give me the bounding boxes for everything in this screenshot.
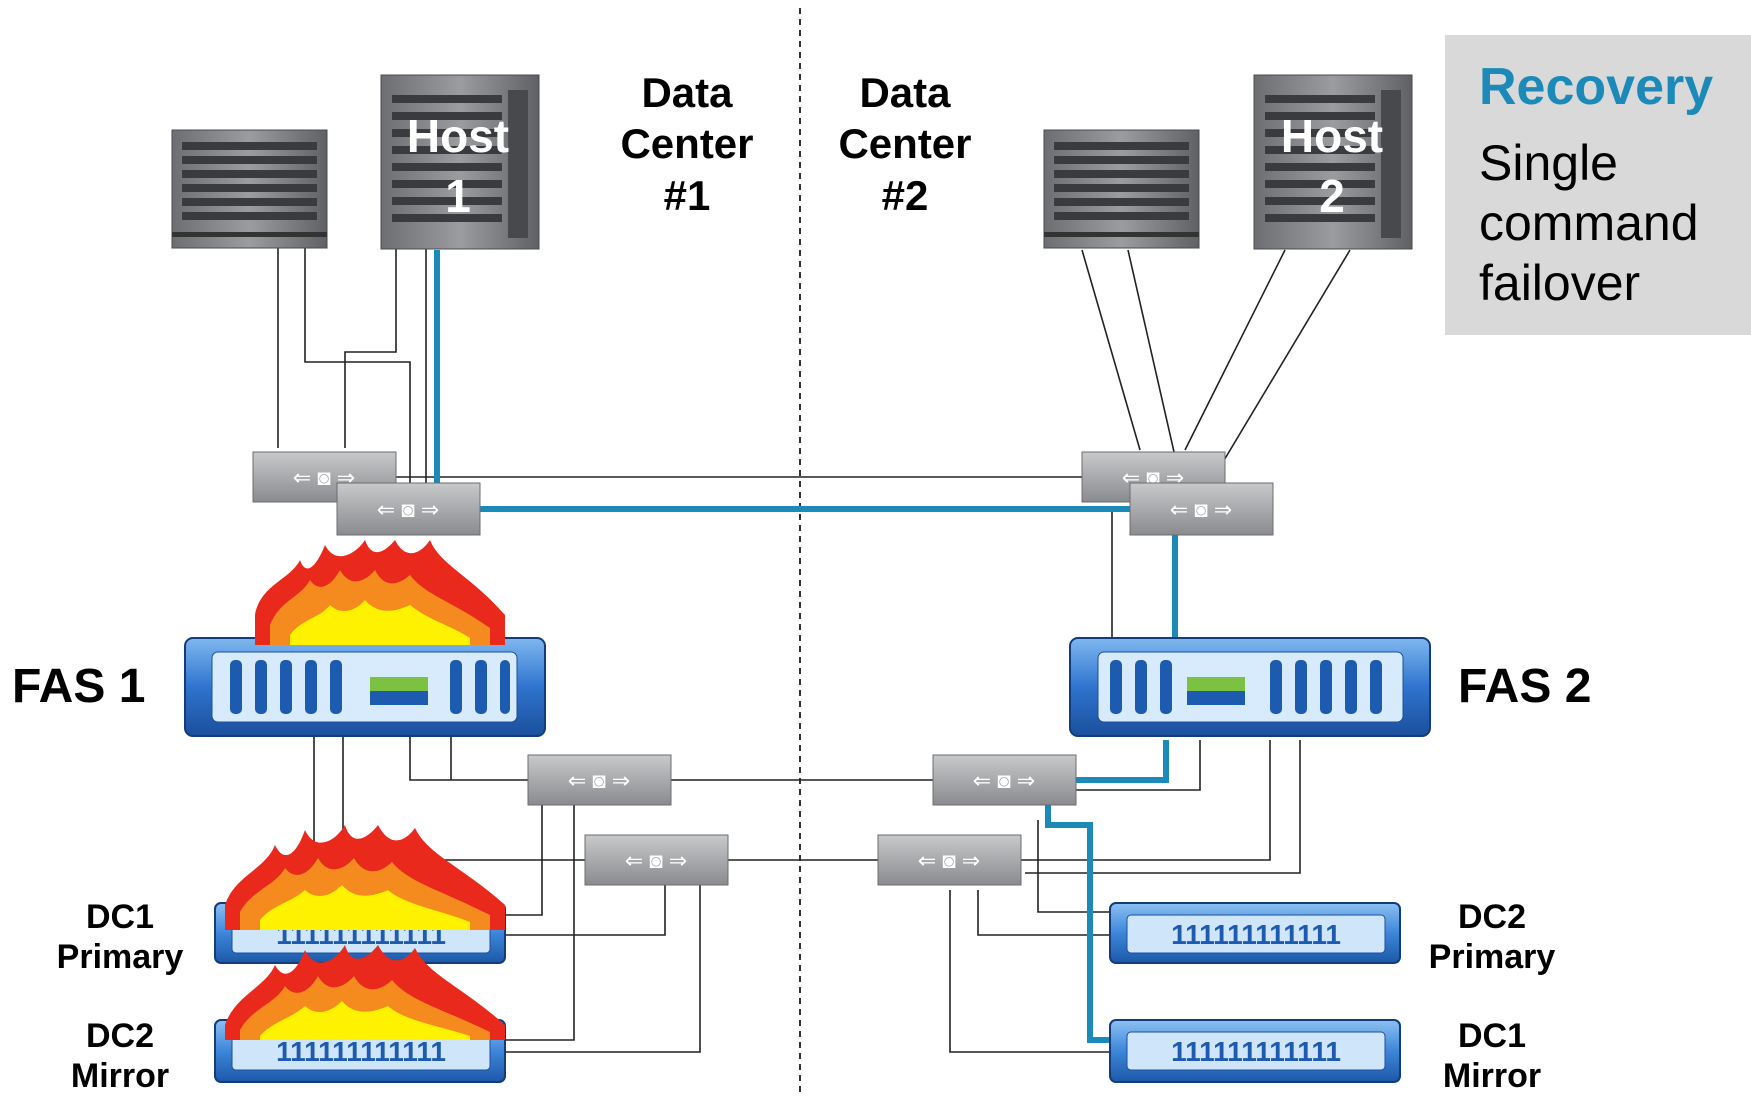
server-unit-left [171, 129, 328, 249]
active-path [434, 250, 1178, 1043]
shelf-right-top-label-line1: DC2 [1458, 898, 1526, 936]
shelf-left-top-label-line1: DC1 [86, 898, 154, 936]
svg-text:111111111111: 111111111111 [1171, 1036, 1341, 1067]
fas2-label: FAS 2 [1458, 660, 1591, 713]
dc1-label-line2: Center [620, 120, 753, 167]
shelf-left-bottom-label-line1: DC2 [86, 1017, 154, 1055]
shelf-right-bottom-label-line2: Mirror [1443, 1057, 1541, 1095]
host1-server [380, 74, 540, 250]
recovery-line1: Single [1479, 135, 1618, 191]
shelf-left-bottom-label-line2: Mirror [71, 1057, 169, 1095]
shelf-right-top-label-line2: Primary [1429, 938, 1556, 976]
svg-text:⇐ ◙ ⇒: ⇐ ◙ ⇒ [1170, 497, 1232, 522]
host2-label-line1: Host [1281, 110, 1383, 162]
server-unit-right [1043, 129, 1200, 249]
dc1-label-line3: #1 [664, 172, 711, 219]
fas2-controller [1069, 637, 1431, 737]
recovery-callout: Recovery Single command failover [1445, 35, 1751, 335]
fire-icon [255, 540, 505, 645]
fas1-controller [184, 637, 546, 737]
shelf-dc1-mirror-right: 111111111111 [1109, 1019, 1401, 1083]
recovery-title: Recovery [1479, 58, 1713, 116]
host1-label-line2: 1 [445, 170, 471, 222]
dc2-label-line3: #2 [882, 172, 929, 219]
dc2-label-line1: Data [859, 69, 951, 116]
recovery-line3: failover [1479, 255, 1640, 311]
recovery-box-bg [1445, 35, 1751, 335]
fire-icon [225, 825, 505, 930]
svg-text:⇐ ◙ ⇒: ⇐ ◙ ⇒ [973, 768, 1035, 793]
switch-dc1-c: ⇐ ◙ ⇒ [527, 754, 672, 806]
shelf-left-top-label-line2: Primary [57, 938, 184, 976]
dc2-label-line2: Center [838, 120, 971, 167]
switch-dc1-b: ⇐ ◙ ⇒ [336, 482, 481, 536]
host2-label-line2: 2 [1319, 170, 1345, 222]
svg-text:111111111111: 111111111111 [1171, 919, 1341, 950]
switch-dc2-b: ⇐ ◙ ⇒ [1129, 482, 1274, 536]
switch-dc2-c: ⇐ ◙ ⇒ [932, 754, 1077, 806]
switch-dc1-d: ⇐ ◙ ⇒ [584, 834, 729, 886]
shelf-right-bottom-label-line1: DC1 [1458, 1017, 1526, 1055]
svg-text:⇐ ◙ ⇒: ⇐ ◙ ⇒ [625, 848, 687, 873]
dc1-label-line1: Data [641, 69, 733, 116]
recovery-line2: command [1479, 195, 1699, 251]
svg-text:⇐ ◙ ⇒: ⇐ ◙ ⇒ [377, 497, 439, 522]
svg-text:111111111111: 111111111111 [276, 1036, 446, 1067]
svg-text:⇐ ◙ ⇒: ⇐ ◙ ⇒ [568, 768, 630, 793]
fas1-label: FAS 1 [12, 660, 145, 713]
host2-server [1253, 74, 1413, 250]
switch-dc2-d: ⇐ ◙ ⇒ [877, 834, 1022, 886]
svg-text:⇐ ◙ ⇒: ⇐ ◙ ⇒ [918, 848, 980, 873]
host1-label-line1: Host [407, 110, 509, 162]
shelf-dc2-primary-right: 111111111111 [1109, 902, 1401, 964]
fire-icon [225, 945, 505, 1040]
